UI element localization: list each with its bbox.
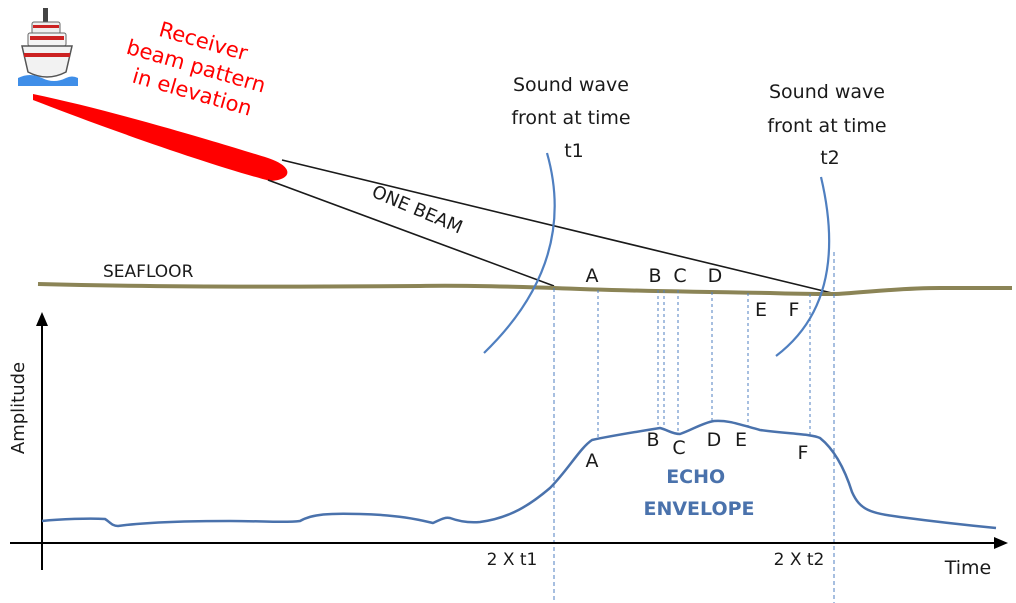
amplitude-label: Amplitude — [8, 362, 29, 454]
echo-envelope-curve — [41, 419, 997, 530]
tick-2xt1: 2 X t1 — [487, 550, 538, 570]
echo-envelope-label-line1: ECHO — [666, 466, 725, 488]
seafloor-point-c: C — [673, 265, 686, 287]
ship-hull — [21, 45, 73, 78]
receiver-beam-lobe — [33, 94, 288, 181]
wavefront-t2-label-line3: t2 — [820, 147, 840, 169]
seafloor-line — [37, 282, 1012, 297]
beam-lower-edge — [267, 179, 555, 287]
one-beam-label: ONE BEAM — [369, 181, 466, 238]
envelope-point-c: C — [672, 437, 685, 459]
wavefront-t1-label-line3: t1 — [564, 140, 584, 162]
echo-envelope-label: ECHO ENVELOPE — [643, 466, 754, 520]
seafloor-label: SEAFLOOR — [103, 262, 194, 282]
tick-2xt2: 2 X t2 — [774, 550, 825, 570]
wavefront-t2-label-line2: front at time — [767, 115, 886, 137]
seafloor-point-b: B — [648, 265, 661, 287]
seafloor-point-f: F — [789, 299, 800, 321]
wavefront-t1 — [483, 152, 556, 354]
wavefront-t2-label: Sound wave front at time t2 — [767, 81, 892, 169]
seafloor-point-d: D — [708, 265, 723, 287]
envelope-point-a: A — [586, 450, 599, 472]
receiver-label: Receiver beam pattern in elevation — [117, 10, 282, 124]
time-label: Time — [944, 557, 992, 579]
seafloor-point-a: A — [586, 265, 599, 287]
envelope-point-b: B — [646, 429, 659, 451]
amplitude-axis-arrow — [36, 312, 48, 326]
time-axis-arrow — [994, 537, 1008, 549]
beam-upper-edge — [281, 159, 837, 295]
ship-water — [18, 75, 78, 86]
envelope-point-d: D — [707, 429, 722, 451]
wavefront-t2-label-line1: Sound wave — [769, 81, 885, 103]
wavefront-t1-label: Sound wave front at time t1 — [511, 74, 636, 162]
seafloor-point-e: E — [755, 299, 767, 321]
echo-envelope-label-line2: ENVELOPE — [643, 498, 754, 520]
ship-cabin-stripe — [30, 36, 64, 40]
wavefront-t1-label-line1: Sound wave — [513, 74, 629, 96]
ship-bridge-stripe — [33, 25, 59, 28]
envelope-point-e: E — [735, 429, 747, 451]
wavefront-t1-label-line2: front at time — [511, 107, 630, 129]
ship-icon — [18, 8, 78, 86]
envelope-point-f: F — [798, 442, 809, 464]
wavefront-t2 — [775, 176, 831, 357]
ship-mast — [43, 8, 48, 24]
